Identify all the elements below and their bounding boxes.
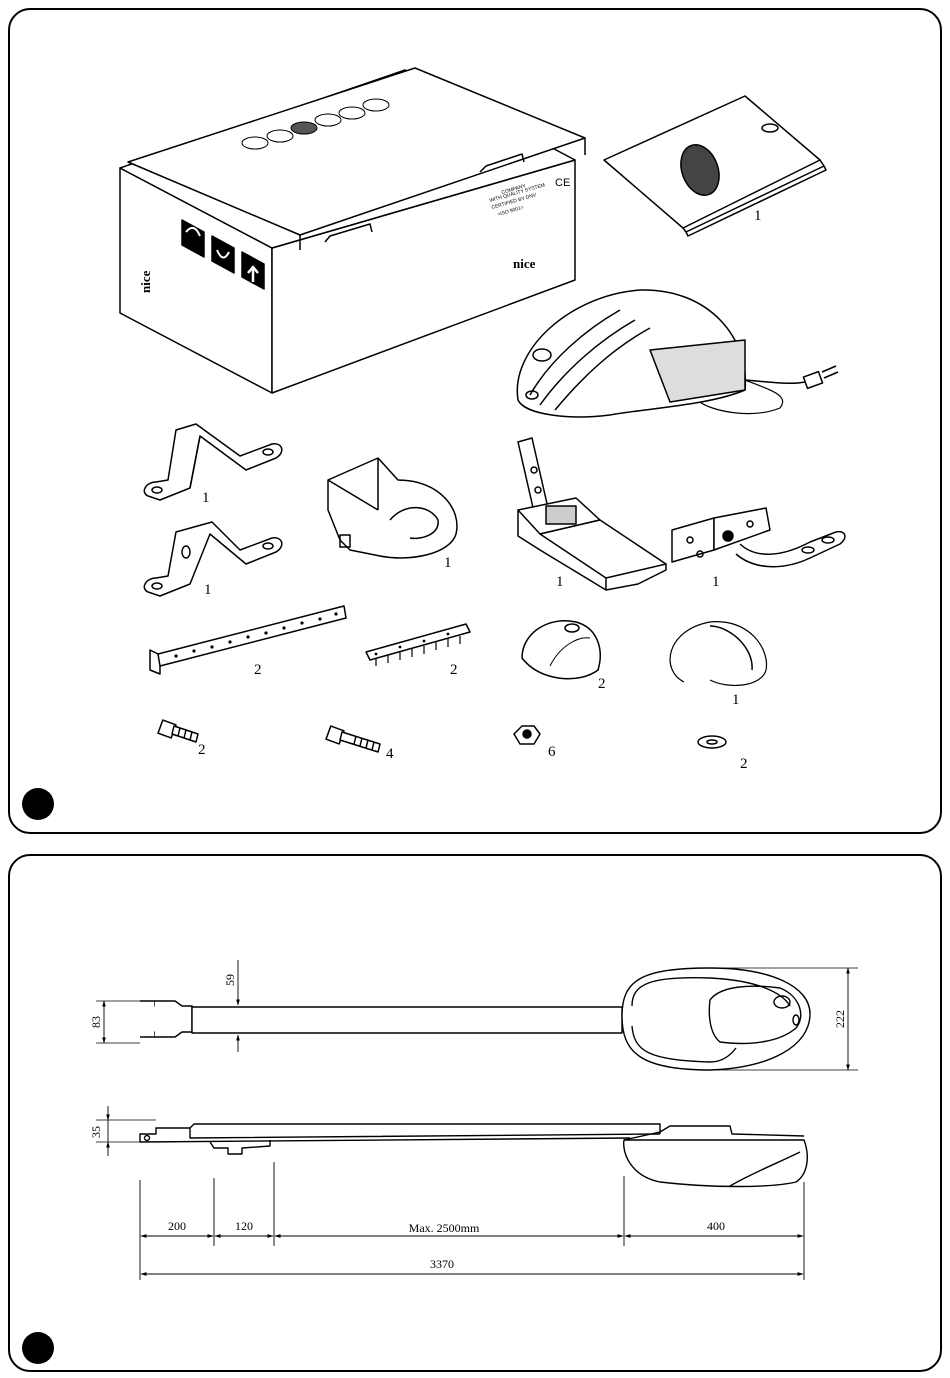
dome-cap [522, 621, 600, 679]
box-brand-front: nice [513, 256, 536, 271]
dim-total: 3370 [430, 1257, 454, 1271]
qty-manual: 1 [754, 208, 762, 224]
qty-washer: 2 [740, 756, 748, 772]
cable-comb [366, 624, 470, 666]
qty-wire: 1 [732, 692, 740, 708]
figure-2-marker [22, 1332, 54, 1364]
top-view [96, 960, 858, 1070]
washer [698, 736, 726, 748]
dim-seg-motor: 400 [707, 1219, 725, 1233]
qty-long-screw: 4 [386, 746, 394, 762]
dim-motor-width: 222 [833, 1010, 847, 1028]
qty-hinge-bracket: 1 [712, 574, 720, 590]
instruction-manual [604, 96, 826, 236]
figure-1-marker [22, 788, 54, 820]
long-screw [326, 726, 380, 752]
qty-carriage: 1 [556, 574, 564, 590]
dim-profile-height: 35 [89, 1126, 103, 1138]
figure-2-drawing: 83 59 222 35 200 120 Max. 2500mm 400 337… [10, 856, 944, 1374]
figure-1-panel: nice nice CE COMPANY WITH QUALITY SYSTEM… [8, 8, 942, 834]
lock-nut [514, 726, 540, 744]
product-box [120, 68, 585, 393]
dim-rail-width: 59 [223, 974, 237, 986]
figure-1-drawing: nice nice CE COMPANY WITH QUALITY SYSTEM… [10, 10, 944, 836]
qty-cover: 1 [444, 555, 452, 571]
perforated-strap [150, 606, 346, 674]
ce-mark: CE [555, 177, 570, 189]
wire-coil [670, 622, 766, 686]
short-screw [158, 720, 198, 742]
bracket-b [144, 522, 281, 596]
dim-seg-rail: Max. 2500mm [409, 1221, 480, 1235]
dim-seg-front: 200 [168, 1219, 186, 1233]
bracket-a [144, 424, 281, 500]
qty-dome: 2 [598, 676, 606, 692]
qty-cable-comb: 2 [450, 662, 458, 678]
qty-nut: 6 [548, 744, 556, 760]
qty-bracket-a: 1 [202, 490, 210, 506]
figure-2-panel: 83 59 222 35 200 120 Max. 2500mm 400 337… [8, 854, 942, 1372]
carriage [518, 438, 666, 590]
qty-bracket-b: 1 [204, 582, 212, 598]
dim-seg-bracket: 120 [235, 1219, 253, 1233]
qty-strap: 2 [254, 662, 262, 678]
dim-rail-height: 83 [89, 1016, 103, 1028]
box-brand-side: nice [138, 270, 153, 293]
hinge-bracket [672, 508, 845, 567]
motor-unit [517, 290, 838, 417]
qty-short-screw: 2 [198, 742, 206, 758]
motor-cover [328, 458, 457, 558]
side-view [96, 1106, 807, 1187]
